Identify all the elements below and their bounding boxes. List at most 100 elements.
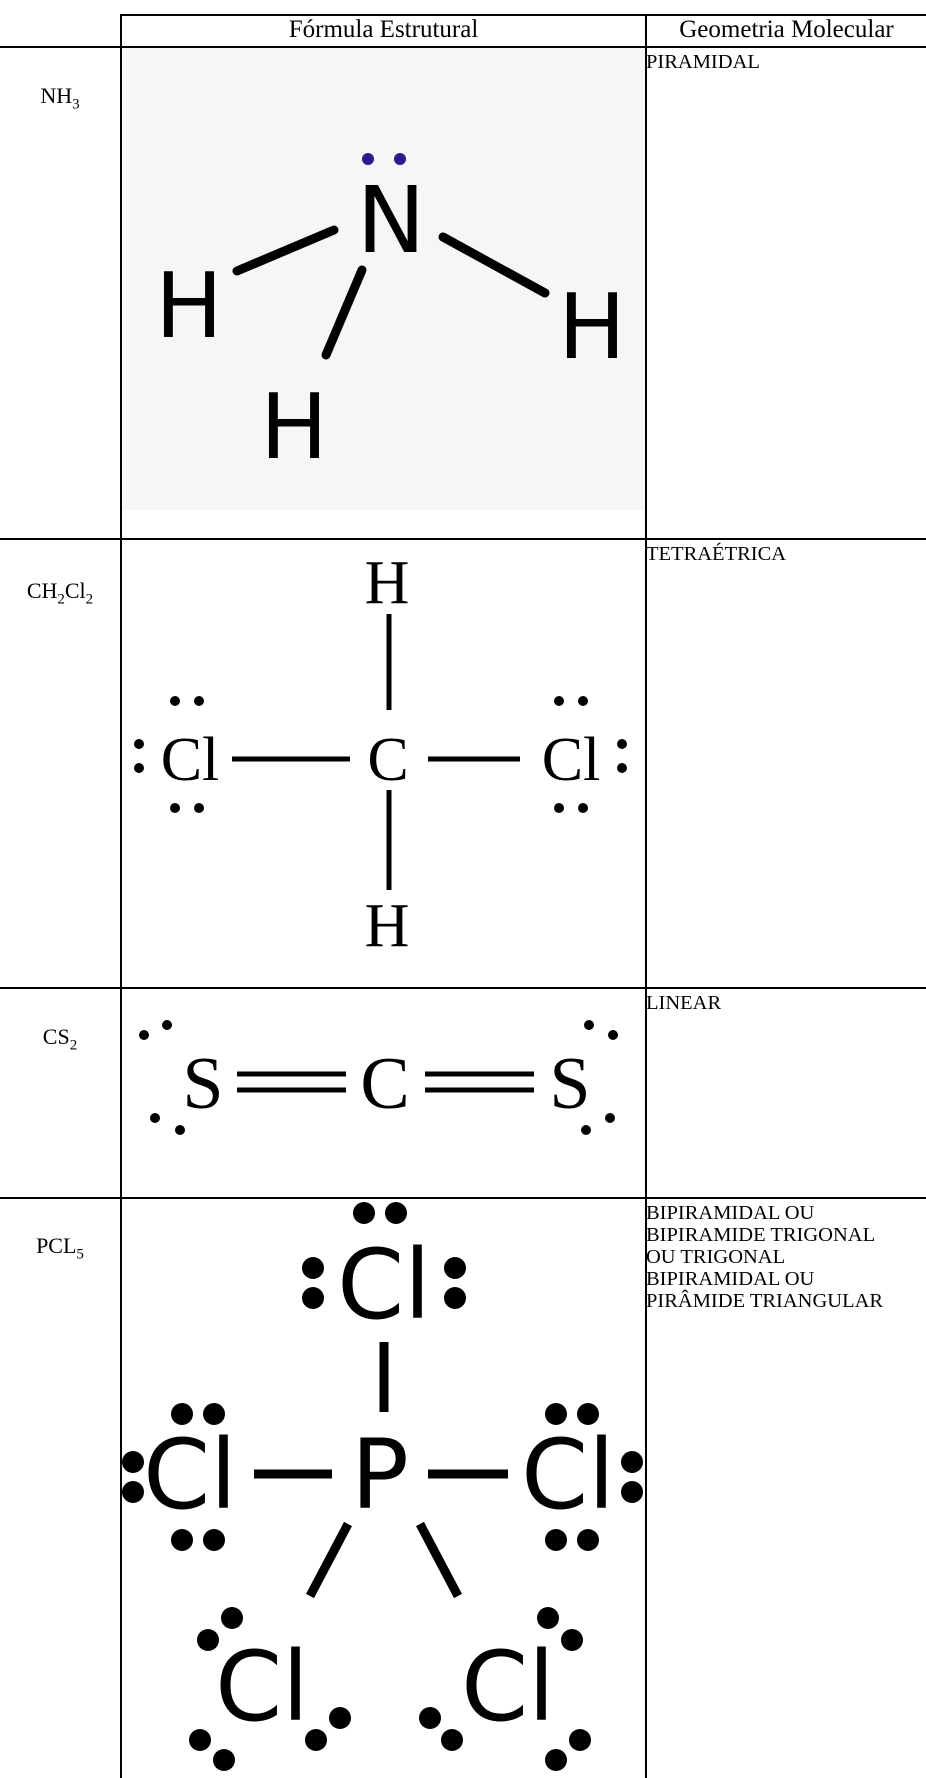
structure-ch2cl2: H C H Cl Cl [134, 549, 627, 960]
lone-pair-dot [221, 1607, 243, 1629]
atom-cl-top: Cl [337, 1229, 431, 1341]
atom-h-left: H [155, 254, 223, 359]
atom-n: N [357, 167, 426, 274]
lone-pair-dot [617, 763, 627, 773]
formula-sub: 3 [72, 96, 80, 113]
lone-pair-dot [385, 1202, 407, 1224]
geometry-cs2: LINEAR [646, 992, 722, 1014]
formula-main: CS [42, 1024, 70, 1049]
geometry-nh3: PIRAMIDAL [646, 51, 760, 73]
bond-p-cl-bottom-left [306, 1521, 352, 1599]
row-label-nh3: NH3 [0, 84, 120, 116]
structure-cs2: S C S [139, 1020, 618, 1135]
lone-pair-dot [150, 1113, 160, 1123]
col2-divider [645, 14, 647, 1778]
lone-pair-dot [122, 1481, 144, 1503]
lone-pair-dot [584, 1020, 594, 1030]
atom-h-bottom: H [260, 375, 328, 480]
atom-h-top: H [365, 549, 410, 617]
formula-tail: Cl [64, 578, 86, 603]
row-label-ch2cl2: CH2Cl2 [0, 579, 120, 611]
atom-cl-right: Cl [542, 726, 601, 794]
formula-tail-sub: 2 [85, 591, 94, 608]
lone-pair-dot [621, 1481, 643, 1503]
row1-bottom-border [0, 538, 926, 540]
structure-pcl5: Cl P Cl Cl [122, 1202, 643, 1771]
lone-pair-dot [203, 1529, 225, 1551]
lone-pair-dot [545, 1403, 567, 1425]
lone-pair-dot [175, 1125, 185, 1135]
lone-pair-dot [578, 696, 588, 706]
atom-cl-left: Cl [143, 1419, 237, 1531]
bond-n-h-bottom [321, 265, 367, 360]
lone-pair-dot [134, 739, 144, 749]
lone-pair-dot [171, 1403, 193, 1425]
lone-pair-dot [608, 1030, 618, 1040]
formula-main: NH [40, 83, 73, 108]
atom-p: P [351, 1419, 409, 1531]
lone-pair-dot [194, 696, 204, 706]
header-bottom-border [0, 46, 926, 48]
lone-pair-dot [170, 696, 180, 706]
lone-pair-dot [561, 1629, 583, 1651]
lone-pair-dot [537, 1607, 559, 1629]
col1-divider [120, 14, 122, 1778]
atom-cl-right: Cl [521, 1419, 615, 1531]
lone-pair-dot [353, 1202, 375, 1224]
structure-nh3: N H H H [123, 48, 645, 510]
formula-sub: 5 [76, 1246, 84, 1263]
geometry-pcl5: BIPIRAMIDAL OU BIPIRAMIDE TRIGONAL OU TR… [646, 1202, 884, 1312]
bond-p-cl-bottom-right [416, 1521, 462, 1599]
atom-h-bottom: H [365, 892, 410, 960]
lone-pair-dot [444, 1287, 466, 1309]
lone-pair-dot [171, 1529, 193, 1551]
lone-pair-dot [394, 153, 406, 165]
lone-pair-dot [441, 1729, 463, 1751]
lone-pair-dot [305, 1729, 327, 1751]
lone-pair-dot [577, 1529, 599, 1551]
header-molecular-geometry: Geometria Molecular [679, 16, 894, 43]
row-label-pcl5: PCL5 [0, 1234, 120, 1266]
atom-c: C [360, 1043, 409, 1125]
lone-pair-dot [621, 1451, 643, 1473]
lone-pair-dot [578, 803, 588, 813]
lone-pair-dot [554, 696, 564, 706]
lone-pair-dot [170, 803, 180, 813]
bond-n-h-left [232, 225, 339, 276]
lone-pair-dot [577, 1403, 599, 1425]
atom-s-left: S [182, 1043, 223, 1125]
lone-pair-dot [581, 1125, 591, 1135]
formula-main: PCL [36, 1233, 77, 1258]
lone-pair-dot [134, 763, 144, 773]
lone-pair-dot [189, 1729, 211, 1751]
formula-sub: 2 [57, 591, 65, 608]
lone-pair-dot [362, 153, 374, 165]
lone-pair-dot [213, 1749, 235, 1771]
lone-pair-dot [197, 1629, 219, 1651]
nh3-panel-bg [123, 48, 645, 510]
lone-pair-dot [302, 1287, 324, 1309]
row-label-cs2: CS2 [0, 1025, 120, 1057]
header-structural-formula: Fórmula Estrutural [288, 16, 479, 43]
lone-pair-dot [554, 803, 564, 813]
atom-cl-bottom-right: Cl [461, 1631, 555, 1743]
row2-bottom-border [0, 987, 926, 989]
lone-pair-dot [302, 1257, 324, 1279]
formula-main: CH [26, 578, 58, 603]
lone-pair-dot [203, 1403, 225, 1425]
atom-c: C [367, 726, 408, 794]
table-top-border [120, 14, 926, 16]
lone-pair-dot [444, 1257, 466, 1279]
atom-s-right: S [549, 1043, 590, 1125]
atom-cl-left: Cl [161, 726, 220, 794]
lone-pair-dot [122, 1451, 144, 1473]
lone-pair-dot [329, 1707, 351, 1729]
atom-cl-bottom-left: Cl [215, 1631, 309, 1743]
lone-pair-dot [194, 803, 204, 813]
lone-pair-dot [419, 1707, 441, 1729]
row3-bottom-border [0, 1197, 926, 1199]
atom-h-right: H [558, 275, 626, 380]
lone-pair-dot [162, 1020, 172, 1030]
